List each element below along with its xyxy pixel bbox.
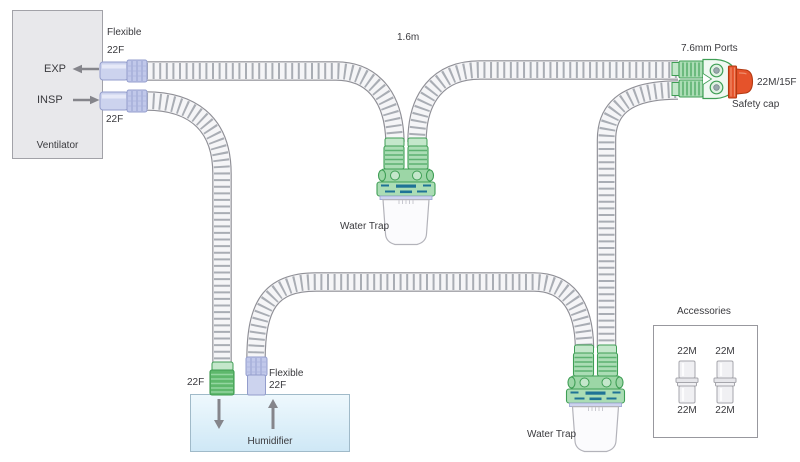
water-trap-2 (565, 344, 626, 453)
humidifier-inlet-connector (209, 361, 235, 396)
wye-connector (671, 58, 739, 100)
safety-cap (727, 65, 754, 99)
exp-limb-tube (146, 61, 405, 143)
insp-limb-tube (145, 91, 232, 366)
water-trap-1 (376, 137, 436, 246)
accessories-box (653, 325, 758, 438)
humidifier-out-arrow (268, 399, 278, 429)
trap1-to-wye-tube (407, 60, 678, 143)
adapter-1 (674, 359, 700, 405)
trap2-to-wye-tube (596, 80, 679, 348)
humidifier-in-arrow (214, 399, 224, 429)
humidifier-to-trap2-tube (246, 272, 595, 361)
insp-port-connector (99, 89, 148, 113)
insp-flow-arrow (73, 95, 100, 105)
adapter-2 (712, 359, 738, 405)
humidifier-outlet-connector (245, 356, 268, 396)
ventilator-box (12, 10, 103, 159)
exp-port-connector (99, 59, 148, 83)
exp-flow-arrow (72, 64, 99, 74)
